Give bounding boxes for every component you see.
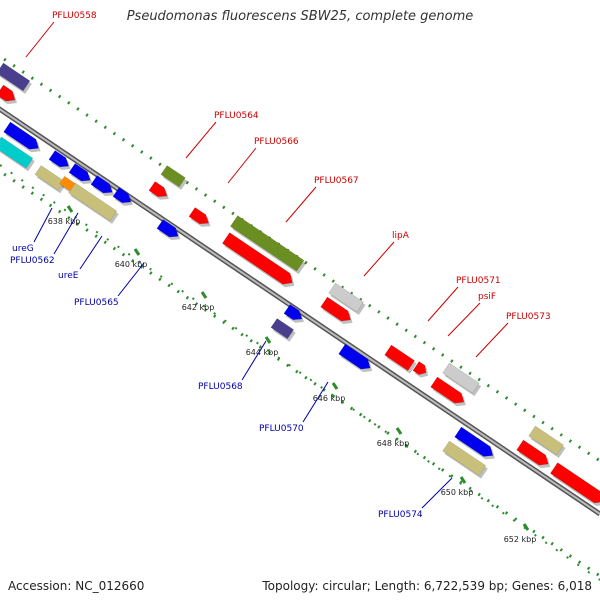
gene-feature [68, 182, 118, 222]
tick-label: 640 kbp [115, 260, 148, 269]
tick-mark [459, 476, 467, 484]
callout-line [227, 147, 257, 184]
gene-feature [320, 296, 351, 322]
tick-mark [133, 248, 141, 256]
gene-feature [0, 62, 31, 92]
callout-line [302, 381, 329, 423]
gene-feature [90, 175, 113, 194]
callout-line [447, 302, 481, 337]
gene-feature [48, 150, 69, 168]
callout-line [53, 212, 79, 255]
gene-label-psiF: psiF [478, 292, 496, 302]
gene-label-PFLU0558: PFLU0558 [52, 11, 97, 21]
tick-mark [395, 427, 403, 435]
tick-mark [200, 291, 208, 299]
callout-line [427, 286, 459, 322]
gene-label-PFLU0565: PFLU0565 [74, 298, 119, 308]
callout-line [475, 322, 509, 358]
guide-track-3 [0, 164, 600, 581]
tick-mark [522, 523, 530, 531]
tick-mark [66, 205, 74, 213]
tick-label: 652 kbp [504, 535, 537, 544]
gene-feature [160, 165, 186, 188]
guide-track-1 [0, 54, 600, 463]
gene-feature [283, 304, 303, 320]
tick-label: 646 kbp [313, 394, 346, 403]
gene-label-PFLU0566: PFLU0566 [254, 137, 299, 147]
callout-line [79, 235, 103, 270]
gene-feature [328, 282, 364, 313]
gene-feature [112, 187, 132, 203]
gene-label-ureG: ureG [12, 244, 34, 254]
tick-marks: 638 kbp 640 kbp 642 kbp 644 kbp 646 kbp 648 k… [48, 205, 537, 544]
gene-label-lipA: lipA [392, 231, 410, 241]
guide-track-2 [0, 169, 600, 578]
gene-label-ureE: ureE [58, 271, 79, 281]
gene-feature [442, 440, 487, 476]
gene-features [0, 62, 600, 507]
callout-line [285, 186, 317, 223]
gene-feature [3, 121, 39, 150]
callout-line [117, 262, 145, 297]
gene-label-PFLU0573: PFLU0573 [506, 312, 551, 322]
gene-feature [0, 136, 34, 169]
gene-feature [454, 426, 494, 457]
page-title: Pseudomonas fluorescens SBW25, complete … [126, 9, 474, 24]
gene-feature [0, 84, 16, 102]
gene-feature [230, 215, 305, 272]
gene-feature [270, 318, 295, 340]
gene-feature [430, 376, 465, 404]
gene-feature [516, 439, 549, 466]
gene-feature [188, 207, 209, 225]
gene-label-PFLU0564: PFLU0564 [214, 111, 259, 121]
genome-summary: Topology: circular; Length: 6,722,539 bp… [262, 579, 592, 593]
gene-feature [68, 163, 91, 182]
gene-feature [412, 361, 427, 375]
accession-text: Accession: NC_012660 [8, 579, 145, 593]
backbone [0, 106, 600, 517]
callout-line [185, 121, 217, 159]
gene-label-PFLU0571: PFLU0571 [456, 276, 501, 286]
tick-mark [331, 382, 339, 390]
tick-label: 644 kbp [246, 348, 279, 357]
gene-label-PFLU0570: PFLU0570 [259, 424, 304, 434]
gene-label-PFLU0567: PFLU0567 [314, 176, 359, 186]
gene-feature [156, 219, 179, 238]
gene-feature [338, 343, 371, 370]
gene-feature [148, 181, 168, 197]
tick-mark [264, 336, 272, 344]
gene-feature [442, 362, 480, 394]
gene-feature [222, 232, 293, 285]
gene-feature [550, 462, 600, 504]
gene-label-PFLU0568: PFLU0568 [198, 382, 243, 392]
gene-feature [384, 344, 415, 371]
tick-label: 642 kbp [182, 303, 215, 312]
callout-line [241, 340, 267, 381]
callout-line [33, 207, 53, 243]
tick-label: 638 kbp [48, 217, 81, 226]
gene-label-PFLU0562: PFLU0562 [10, 256, 55, 266]
gene-feature [34, 165, 65, 191]
tick-label: 648 kbp [377, 439, 410, 448]
tick-label: 650 kbp [441, 488, 474, 497]
gene-feature [528, 425, 564, 456]
callout-line [421, 477, 453, 509]
callout-line [25, 21, 55, 58]
callout-line [363, 241, 395, 277]
gene-label-PFLU0574: PFLU0574 [378, 510, 423, 520]
